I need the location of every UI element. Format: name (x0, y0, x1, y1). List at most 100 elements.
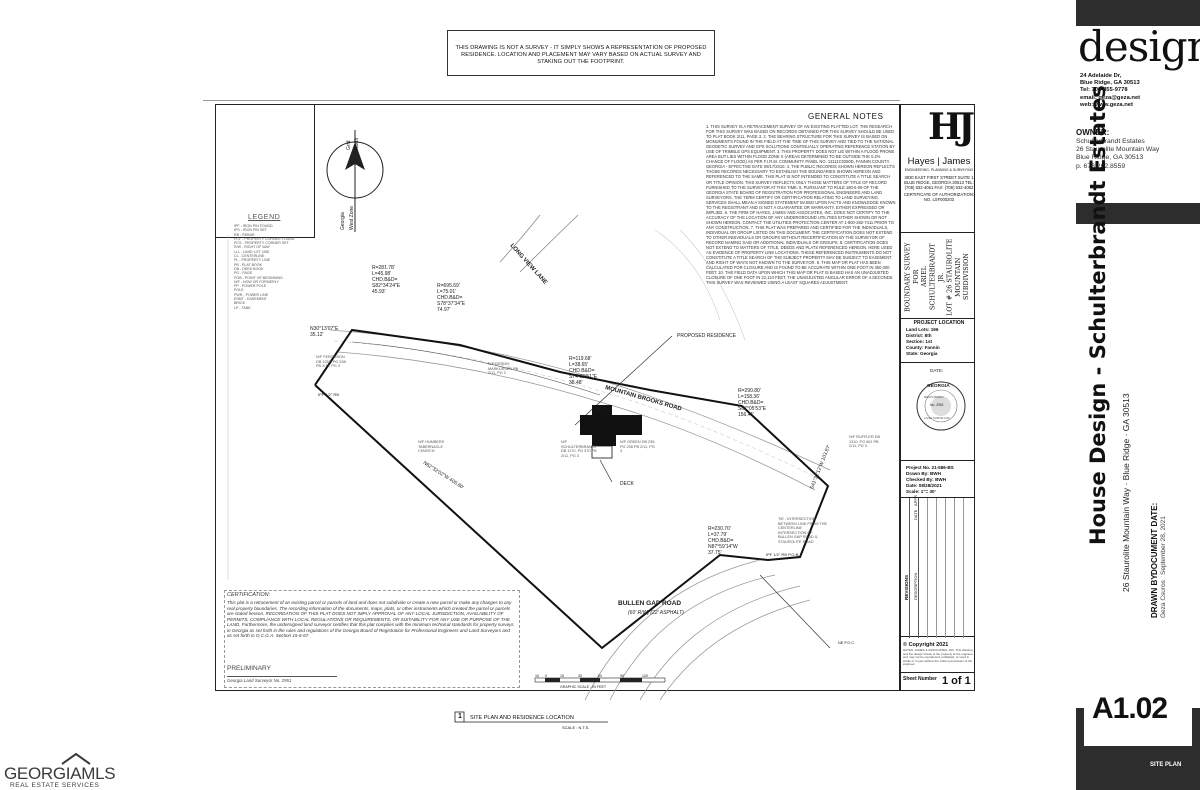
legend-item: RB - REBAR (234, 232, 255, 237)
pob-label: IPF 1/2" RB P.O.B. (766, 552, 800, 557)
legend-item: POB - POINT OF BEGINNING (234, 275, 283, 280)
scale-tick: 90 (620, 674, 624, 678)
drawing-scale: SCALE : N.T.S. (562, 725, 590, 730)
legend-item: PP - POWER POLE (234, 284, 267, 289)
proposed-residence-footprint (580, 405, 642, 459)
georgia-label: Georgia (340, 212, 346, 230)
design-brand-logo: design (1078, 22, 1200, 71)
legend-item: PCS - PROPERTY CORNER SET (234, 241, 289, 246)
georgia-mls-roof-icon (61, 752, 91, 765)
surveyor-seal-icon (916, 381, 966, 431)
divider (900, 318, 975, 319)
legend-item: IPS - IRON PIN SET (234, 228, 267, 233)
proposed-residence-label: PROPOSED RESIDENCE (677, 333, 736, 339)
project-info: Project No. 21-586-BS Drawn By: BWH Chec… (906, 465, 954, 494)
disclaimer-box: THIS DRAWING IS NOT A SURVEY - IT SIMPLY… (447, 30, 715, 76)
divider (900, 362, 975, 363)
parcel-east-label: N/F RUFFLER DB 1310, PG 661 PB 2/11, PG … (849, 435, 881, 448)
legend-item: PWR - POWER LINE (234, 292, 269, 297)
legend-item: ESMT - EASEMENT (234, 297, 267, 302)
north-arrow-icon (326, 130, 384, 232)
scale-tick: 0 (545, 674, 547, 678)
document-date-value: September 28, 2021 (1160, 516, 1167, 575)
right-panel-top-bar (1076, 0, 1200, 26)
parcel-west-label: N/F DERNIS MARKUSSEN PB 2/11, PG 3 (488, 362, 519, 375)
legend-item: PG - PAGE (234, 271, 253, 276)
sheet-number-value: 1 of 1 (942, 675, 971, 687)
scale-tick: 120 (642, 674, 648, 678)
sheet-name: SITE PLAN (1150, 762, 1182, 768)
legend-item: PL - PROPERTY LINE (234, 258, 271, 263)
legend-item: BRICK (234, 301, 245, 306)
certification-box (224, 590, 520, 688)
sheet-id: A1.02 (1092, 692, 1168, 725)
intersection-note: TIE - INTERSECTION BETWEEN LINE FROM THE… (778, 517, 828, 544)
copyright: © Copyright 2021 (903, 642, 949, 648)
seal-title: GEORGIA (927, 384, 950, 389)
scale-tick: 15 (535, 674, 539, 678)
parcel-left-label: N/F FERGUSON DB 1253, PG 538 PB 2/11, PG… (316, 355, 346, 368)
legend-item: IPF - IRON PIN FOUND (234, 224, 273, 228)
seal-line: No. 2951 (930, 403, 944, 407)
legend-item: PB - PLAT BOOK (234, 262, 263, 267)
hayes-james-logo: HJ (928, 106, 975, 148)
divider (900, 232, 975, 233)
divider (900, 672, 975, 673)
general-notes-title: GENERAL NOTES (808, 112, 884, 121)
road-bullen-gap-sub: (60' R/W) (22' ASPHALT) (628, 610, 684, 616)
north-label: North (354, 137, 360, 150)
project-title: BOUNDARY SURVEY FOR ARIEL SCHULTERBRANDT… (903, 238, 971, 316)
company-address: 3930 EAST FIRST STREET SUITE 1 BLUE RIDG… (903, 175, 975, 202)
parcel-north-label: N/F GREEN DB 239, PG 208 PB 2/11, PG 3 (620, 440, 656, 453)
legend-item: CL - CENTERLINE (234, 254, 265, 259)
legend-title: LEGEND (248, 214, 281, 221)
right-panel-mid-bar (1076, 203, 1200, 224)
lot-number-label: 26 (597, 406, 602, 411)
sheet-id-inner (1084, 690, 1192, 746)
ipf-label: IPF 1/2" RB (318, 392, 339, 397)
drawn-by-label: DRAWN BY: (1150, 572, 1159, 618)
project-location: Land Lots: 196 District: 8th Section: 1s… (906, 327, 940, 356)
company-subtitle: ENGINEERING, PLANNING & SURVEYING (904, 168, 974, 172)
survey-sheet-frame (215, 104, 900, 691)
legend-item: LP - TANK (234, 305, 251, 310)
date-column-label: DATE (913, 509, 918, 520)
legend-item: POLE (234, 288, 244, 293)
project-location-label: PROJECT LOCATION (913, 320, 965, 326)
document-date-label: DOCUMENT DATE: (1150, 502, 1159, 575)
revisions-table (900, 497, 975, 638)
legend-item: PCF - PROPERTY CORNER FOUND (234, 236, 295, 241)
drawn-by-value: Geza Csuros (1160, 580, 1167, 618)
drawing-title: SITE PLAN AND RESIDENCE LOCATION (470, 715, 574, 721)
legend-list: IPF - IRON PIN FOUND IPS - IRON PIN SET … (234, 224, 294, 310)
signature-line (227, 676, 337, 677)
legend-item: N/F - NOW OR FORMERLY (234, 279, 279, 284)
seal-line: REGISTERED (924, 395, 944, 399)
parcel-sw-label: N/F HUMBERS TABERNACLE CHURCH (418, 440, 445, 453)
revisions-label: REVISIONS (904, 574, 909, 600)
company-name: Hayes | James (907, 156, 971, 167)
graphic-scale (534, 677, 666, 683)
legend-item: R/W - RIGHT OF WAY (234, 245, 271, 250)
certification-text: This plat is a retracement of an existin… (227, 600, 514, 638)
date-label: DATE: (930, 368, 944, 373)
certification-title: CERTIFICATION: (227, 592, 271, 598)
approval-label: APPR (913, 495, 918, 506)
road-bullen-gap: BULLEN GAP ROAD (618, 600, 682, 607)
preliminary-label: PRELIMINARY (227, 665, 271, 672)
top-rule (203, 100, 900, 101)
legend-item: DB - DEED BOOK (234, 266, 264, 271)
owner-label: OWNER: (1076, 128, 1110, 137)
north-grid-label: Grid (346, 140, 352, 150)
sheet-number-label: Sheet Number (903, 676, 937, 682)
poc-note: NE P.O.C. (838, 641, 856, 645)
surveyor-label: Georgia Land Surveyor No. 2951 (227, 678, 292, 683)
north-arrow-box (215, 104, 315, 238)
